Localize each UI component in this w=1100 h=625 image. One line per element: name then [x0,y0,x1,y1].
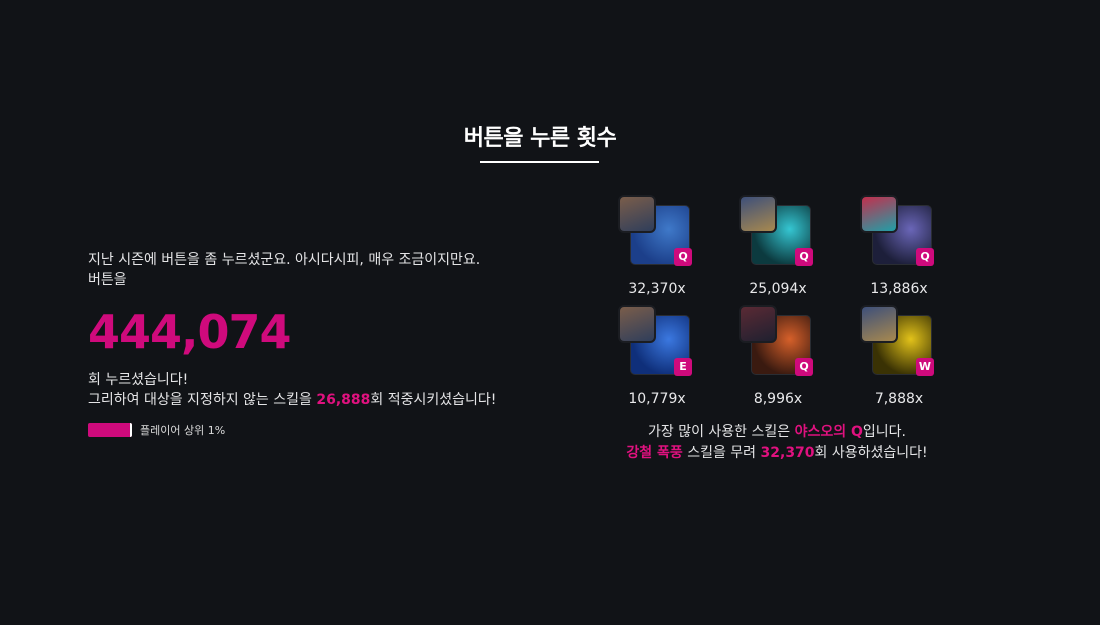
title-underline [480,161,599,163]
section-title: 버튼을 누른 횟수 [463,126,617,151]
skill-icon-group: Q [860,193,940,269]
skill-key-badge: Q [795,358,813,376]
skill-cell: Q 25,094x [733,193,854,297]
skill-icon-group: Q [618,193,698,269]
summary-line-2-middle: 스킬을 무려 [682,445,761,461]
intro-line-1: 지난 시즌에 버튼을 좀 누르셨군요. 아시다시피, 매우 조금이지만요. [88,252,481,268]
champion-portrait-icon [618,305,656,343]
total-presses-value: 444,074 [88,305,292,359]
skill-cell: Q 8,996x [733,303,854,407]
skill-use-count-label: 13,886x [870,281,928,297]
top-skill-name: 야스오의 Q [794,424,863,440]
skill-cell: Q 32,370x [612,193,733,297]
rank-indicator: 플레이어 상위 1% [88,422,558,438]
summary-line-1-prefix: 가장 많이 사용한 스킬은 [648,424,795,440]
skill-use-count-label: 8,996x [753,391,803,407]
skill-key-badge: Q [674,248,692,266]
after-text: 회 누르셨습니다! 그리하여 대상을 지정하지 않는 스킬을 26,888회 적… [88,370,558,410]
skill-icon-group: E [618,303,698,379]
summary-line-2-suffix: 회 사용하셨습니다! [814,445,928,461]
skill-icon-group: Q [739,303,819,379]
champion-portrait-icon [739,195,777,233]
champion-portrait-icon [618,195,656,233]
button-press-stats: 지난 시즌에 버튼을 좀 누르셨군요. 아시다시피, 매우 조금이지만요. 버튼… [88,250,558,438]
after-line-2: 그리하여 대상을 지정하지 않는 스킬을 26,888회 적중시키셨습니다! [88,390,558,410]
rank-label: 플레이어 상위 1% [140,424,226,437]
summary-line-1: 가장 많이 사용한 스킬은 야스오의 Q입니다. [612,422,942,443]
skill-cell: Q 13,886x [854,193,975,297]
untargeted-hits-value: 26,888 [316,392,371,408]
skill-icon-group: Q [739,193,819,269]
summary-line-1-suffix: 입니다. [862,424,906,440]
rank-bar [88,423,132,437]
champion-portrait-icon [860,305,898,343]
intro-line-2: 버튼을 [88,272,127,288]
summary-line-2: 강철 폭풍 스킬을 무려 32,370회 사용하셨습니다! [612,443,942,464]
skill-cell: E 10,779x [612,303,733,407]
intro-text: 지난 시즌에 버튼을 좀 누르셨군요. 아시다시피, 매우 조금이지만요. 버튼… [88,250,558,290]
after-line-1: 회 누르셨습니다! [88,372,189,388]
champion-portrait-icon [860,195,898,233]
skill-title: 강철 폭풍 [626,445,683,461]
skill-use-count-label: 32,370x [628,281,686,297]
skill-cell: W 7,888x [854,303,975,407]
rank-bar-fill [88,423,132,437]
after-line-2-suffix: 회 적중시키셨습니다! [370,392,497,408]
skill-use-count: 32,370 [760,445,815,461]
skill-key-badge: W [916,358,934,376]
skill-icon-group: W [860,303,940,379]
skill-use-count-label: 10,779x [628,391,686,407]
champion-portrait-icon [739,305,777,343]
most-used-skill-summary: 가장 많이 사용한 스킬은 야스오의 Q입니다. 강철 폭풍 스킬을 무려 32… [612,422,942,464]
skill-use-count-label: 7,888x [874,391,924,407]
skill-use-count-label: 25,094x [749,281,807,297]
after-line-2-prefix: 그리하여 대상을 지정하지 않는 스킬을 [88,392,317,408]
rank-bar-marker [130,423,132,437]
skill-key-badge: Q [795,248,813,266]
skill-key-badge: E [674,358,692,376]
skill-key-badge: Q [916,248,934,266]
